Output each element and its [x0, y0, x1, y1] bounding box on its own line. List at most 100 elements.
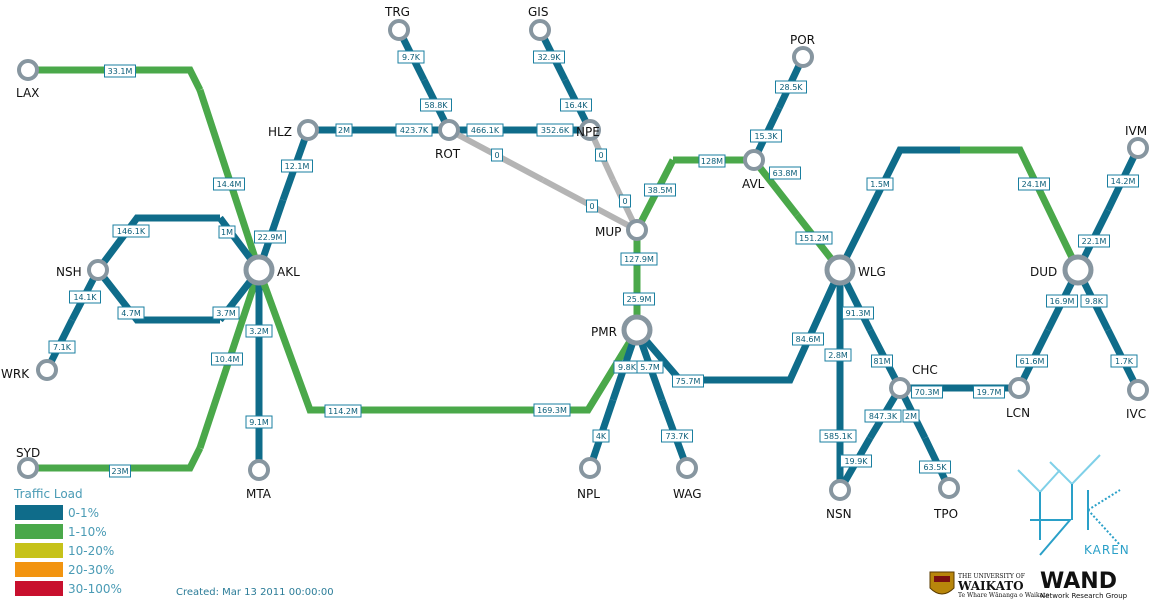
link-label-text-57[interactable]: 9.8K	[1085, 297, 1104, 306]
link-label-box-48	[840, 454, 872, 468]
link-label-text-33[interactable]: 9.8K	[618, 363, 637, 372]
link-label-text-11[interactable]: 3.2M	[249, 327, 269, 336]
link-label-text-7[interactable]: 4.7M	[121, 309, 141, 318]
node-mup[interactable]	[626, 219, 648, 241]
link-label-text-56[interactable]: 16.9M	[1050, 297, 1075, 306]
link-label-text-35[interactable]: 5.7M	[640, 363, 660, 372]
node-wag[interactable]	[676, 457, 698, 479]
link-label-text-42[interactable]: 151.2M	[799, 234, 829, 243]
node-mta[interactable]	[248, 459, 270, 481]
link-label-text-34[interactable]: 4K	[596, 432, 607, 441]
node-lcn[interactable]	[1008, 377, 1030, 399]
link-label-text-39[interactable]: 28.5K	[779, 83, 803, 92]
node-rot[interactable]	[438, 119, 460, 141]
link-label-text-37[interactable]: 75.7M	[676, 377, 701, 386]
link-label-text-31[interactable]: 127.9M	[624, 255, 654, 264]
link-line-27	[255, 268, 448, 414]
link-label-text-12[interactable]: 9.1M	[249, 418, 269, 427]
node-wlg[interactable]	[824, 254, 856, 286]
node-label-mta: MTA	[246, 487, 272, 501]
node-ivc[interactable]	[1127, 379, 1149, 401]
link-label-text-45[interactable]: 91.3M	[846, 309, 871, 318]
node-akl[interactable]	[243, 254, 275, 286]
link-label-box-60	[1107, 174, 1139, 188]
link-label-text-51[interactable]: 70.3M	[915, 388, 940, 397]
link-label-text-21[interactable]: 32.9K	[537, 53, 561, 62]
link-label-text-26[interactable]: 0	[622, 197, 627, 206]
link-label-text-53[interactable]: 1.5M	[870, 180, 890, 189]
node-label-trg: TRG	[384, 5, 410, 19]
link-label-text-14[interactable]: 22.9M	[258, 233, 283, 242]
link-label-text-49[interactable]: 2M	[905, 412, 917, 421]
link-label-text-13[interactable]: 12.1M	[285, 162, 310, 171]
link-line-7	[95, 267, 220, 324]
node-label-hlz: HLZ	[268, 125, 292, 139]
node-ivm[interactable]	[1127, 137, 1149, 159]
link-label-text-6[interactable]: 1M	[221, 228, 233, 237]
node-tpo[interactable]	[938, 477, 960, 499]
node-label-syd: SYD	[16, 446, 40, 460]
link-line-5	[95, 214, 220, 273]
link-label-text-4[interactable]: 10.4M	[215, 355, 240, 364]
link-label-text-25[interactable]: 0	[598, 151, 603, 160]
waikato-crest-icon	[929, 571, 955, 595]
node-gis[interactable]	[529, 19, 551, 41]
node-chc[interactable]	[889, 377, 911, 399]
link-label-text-52[interactable]: 19.7M	[977, 388, 1002, 397]
link-label-text-19[interactable]: 9.7K	[402, 53, 421, 62]
link-label-text-16[interactable]: 423.7K	[400, 126, 429, 135]
link-label-box-1	[104, 64, 136, 78]
node-syd[interactable]	[17, 457, 39, 479]
link-label-text-5[interactable]: 146.1K	[117, 227, 146, 236]
link-label-text-1[interactable]: 33.1M	[108, 67, 133, 76]
link-label-text-58[interactable]: 1.7K	[1115, 357, 1134, 366]
node-avl[interactable]	[743, 149, 765, 171]
node-pmr[interactable]	[621, 314, 653, 346]
link-label-text-47[interactable]: 847.3K	[869, 412, 898, 421]
link-label-text-18[interactable]: 352.6K	[541, 126, 570, 135]
node-por[interactable]	[792, 46, 814, 68]
link-label-text-29[interactable]: 38.5M	[648, 186, 673, 195]
node-label-ivm: IVM	[1125, 124, 1147, 138]
link-label-text-30[interactable]: 128M	[701, 157, 723, 166]
link-label-text-46[interactable]: 81M	[873, 357, 890, 366]
link-label-text-54[interactable]: 24.1M	[1022, 180, 1047, 189]
link-label-box-43	[824, 348, 852, 362]
link-label-text-40[interactable]: 15.3K	[754, 132, 778, 141]
link-label-text-50[interactable]: 63.5K	[923, 463, 947, 472]
node-nsh[interactable]	[87, 259, 109, 281]
node-npe[interactable]	[579, 119, 601, 141]
link-label-text-43[interactable]: 2.8M	[828, 351, 848, 360]
link-label-text-24[interactable]: 0	[589, 202, 594, 211]
link-label-text-27[interactable]: 114.2M	[328, 407, 358, 416]
link-label-text-15[interactable]: 2M	[338, 126, 350, 135]
link-label-text-23[interactable]: 0	[494, 151, 499, 160]
link-label-text-32[interactable]: 25.9M	[627, 295, 652, 304]
link-label-text-41[interactable]: 63.8M	[773, 169, 798, 178]
node-label-nsh: NSH	[56, 265, 82, 279]
link-label-text-22[interactable]: 16.4K	[564, 101, 588, 110]
link-label-text-17[interactable]: 466.1K	[471, 126, 500, 135]
node-nsn[interactable]	[829, 479, 851, 501]
link-label-text-60[interactable]: 14.2M	[1111, 177, 1136, 186]
node-npl[interactable]	[579, 457, 601, 479]
node-trg[interactable]	[388, 19, 410, 41]
link-label-text-44[interactable]: 585.1K	[824, 432, 853, 441]
link-label-text-36[interactable]: 73.7K	[665, 432, 689, 441]
link-label-text-20[interactable]: 58.8K	[424, 101, 448, 110]
link-label-text-10[interactable]: 7.1K	[53, 343, 72, 352]
link-label-text-8[interactable]: 3.7M	[216, 309, 236, 318]
node-dud[interactable]	[1062, 254, 1094, 286]
link-label-text-38[interactable]: 84.6M	[796, 335, 821, 344]
link-label-text-28[interactable]: 169.3M	[537, 406, 567, 415]
link-line-3	[28, 446, 204, 472]
link-label-text-2[interactable]: 14.4M	[217, 180, 242, 189]
link-label-text-48[interactable]: 19.9K	[844, 457, 868, 466]
link-label-text-9[interactable]: 14.1K	[73, 293, 97, 302]
link-label-text-3[interactable]: 23M	[111, 467, 128, 476]
link-label-text-59[interactable]: 22.1M	[1082, 237, 1107, 246]
node-lax[interactable]	[17, 59, 39, 81]
node-wrk[interactable]	[36, 359, 58, 381]
node-hlz[interactable]	[297, 119, 319, 141]
link-label-text-55[interactable]: 61.6M	[1020, 357, 1045, 366]
